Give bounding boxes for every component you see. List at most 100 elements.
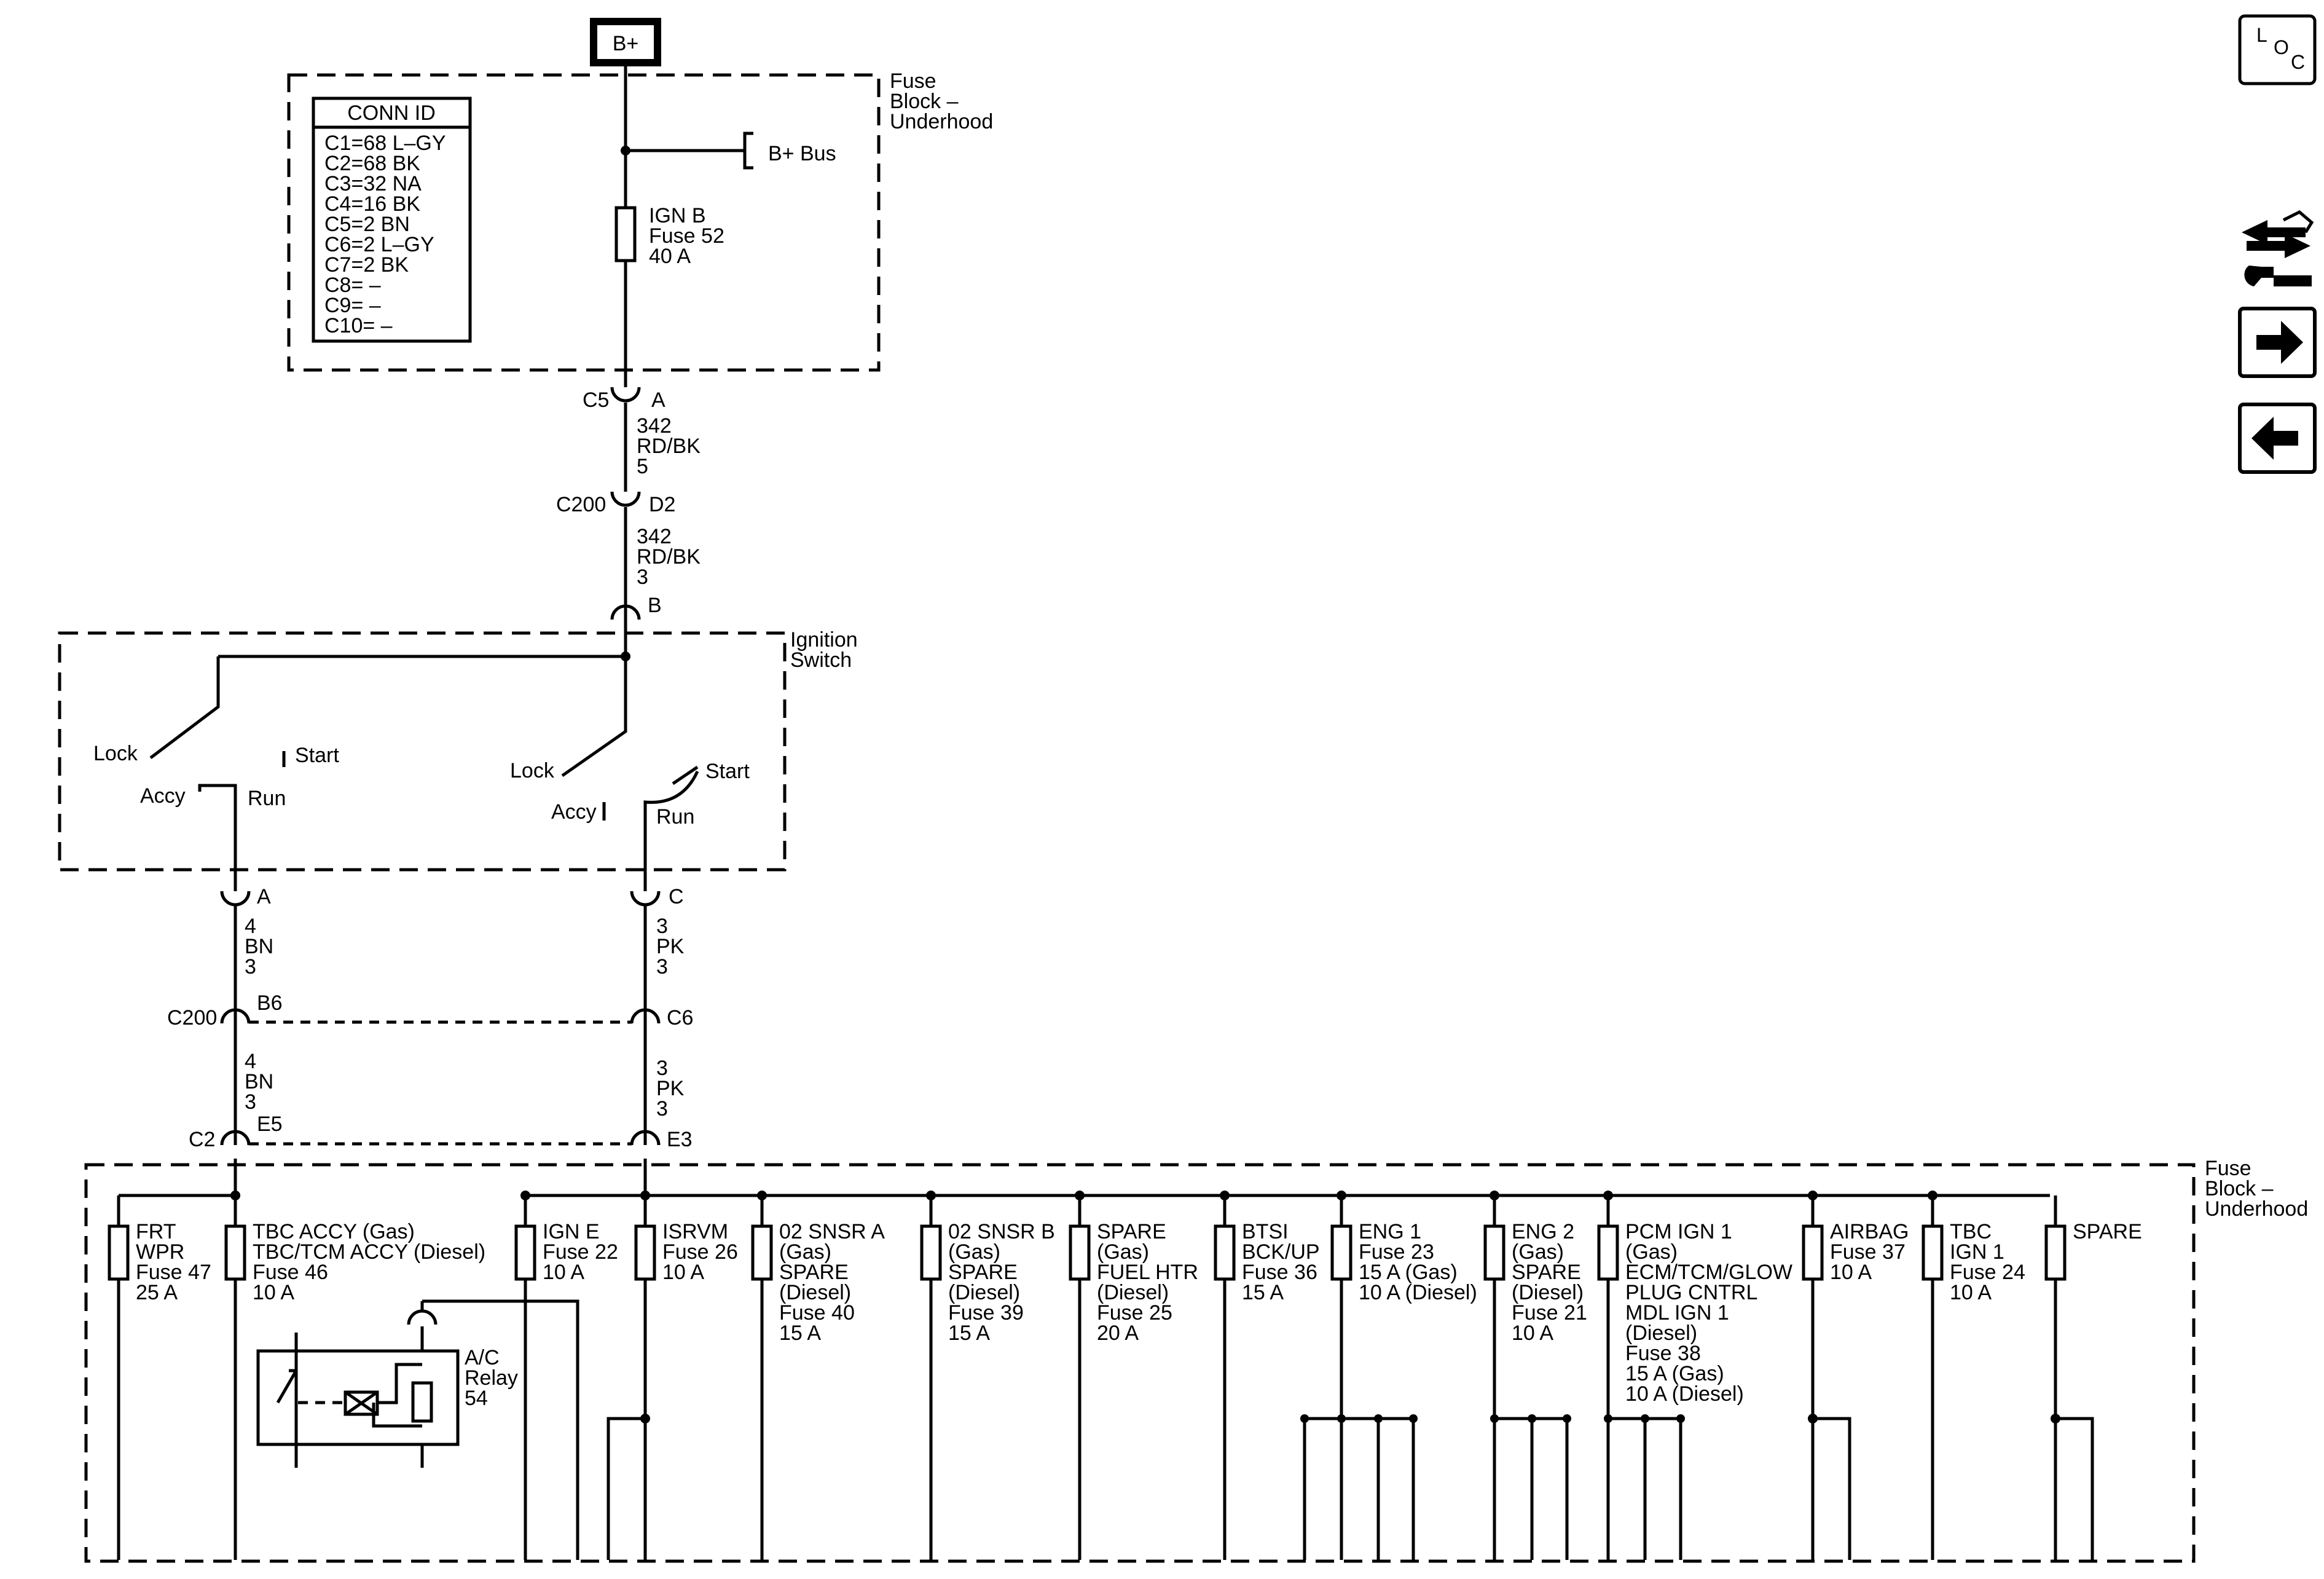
wire-342-label: 342 <box>637 414 672 438</box>
fuse-label-line: 15 A <box>779 1321 821 1345</box>
wire-gauge: 5 <box>637 455 648 478</box>
conn-id-row: C9= – <box>324 294 381 317</box>
fuse-label-line: FRT <box>136 1220 176 1243</box>
loc-icon[interactable]: L O C <box>2238 14 2317 85</box>
wire-color: RD/BK <box>637 435 701 458</box>
fuse-label-line: Fuse 38 <box>1625 1342 1701 1365</box>
wire-junction <box>1808 1414 1818 1423</box>
connector-c200-pin: D2 <box>649 493 675 516</box>
fuse-label-line: (Gas) <box>1512 1240 1564 1264</box>
fuse-label-line: TBC ACCY (Gas) <box>253 1220 415 1243</box>
wire-junction <box>1337 1414 1346 1423</box>
wire-junction <box>640 1414 650 1423</box>
wire-right-color: PK <box>656 1077 685 1100</box>
fuse-label-line: (Gas) <box>948 1240 1000 1264</box>
wire-junction <box>2051 1414 2060 1423</box>
fuse-label-line: ECM/TCM/GLOW <box>1625 1261 1792 1284</box>
ac-relay-label-1: A/C <box>465 1346 500 1369</box>
fuse-label-line: Fuse 37 <box>1830 1240 1906 1264</box>
fuse-symbol <box>108 1224 130 1281</box>
arrow-right-icon[interactable] <box>2238 307 2317 378</box>
right-switch-start: Start <box>705 760 750 783</box>
fuse-label-line: AIRBAG <box>1830 1220 1909 1243</box>
fuse-label-line: 15 A <box>1242 1281 1284 1304</box>
fuse-output-wire <box>607 1417 645 1560</box>
wire-junction <box>1409 1414 1418 1423</box>
conn-id-row: C4=16 BK <box>324 192 420 216</box>
fuse-block-bottom-label-3: Underhood <box>2205 1197 2308 1221</box>
conn-id-row: C3=32 NA <box>324 172 422 195</box>
fuse-label-line: PLUG CNTRL <box>1625 1281 1757 1304</box>
fuse-output-wire <box>2055 1417 2094 1560</box>
right-switch-accy: Accy <box>551 800 597 824</box>
fuse-label-line: Fuse 36 <box>1242 1261 1317 1284</box>
conn-id-row: C10= – <box>324 314 393 337</box>
fuse-label-line: Fuse 47 <box>136 1261 211 1284</box>
fuse-label-line: 15 A (Gas) <box>1625 1362 1724 1385</box>
fuse-label-line: (Gas) <box>1625 1240 1678 1264</box>
wire-junction <box>1300 1414 1309 1423</box>
ac-relay-label-3: 54 <box>465 1387 488 1410</box>
fuse-label-line: WPR <box>136 1240 184 1264</box>
fuse-label-line: ISRVM <box>662 1220 728 1243</box>
connector-c200-pin-b6: B6 <box>257 991 283 1015</box>
wire-junction <box>1676 1414 1685 1423</box>
wire-left-color: BN <box>245 1070 273 1093</box>
fuse-label-line: Fuse 40 <box>779 1301 855 1325</box>
fuse-label-line: (Gas) <box>779 1240 831 1264</box>
fuse-label-line: IGN E <box>543 1220 600 1243</box>
bplus-label: B+ <box>613 32 639 55</box>
fuse-symbol <box>1069 1224 1091 1281</box>
wire-left-circuit: 4 <box>245 1050 256 1073</box>
fuse-symbol <box>634 1224 656 1281</box>
connector-wrench-icon[interactable] <box>2242 210 2314 286</box>
fuse-label-line: Fuse 23 <box>1359 1240 1434 1264</box>
fuse-label-line: Fuse 25 <box>1097 1301 1172 1325</box>
fuse-block-top-label-1: Fuse <box>890 69 936 93</box>
fuse-symbol <box>920 1224 942 1281</box>
connector-c200-label: C200 <box>167 1006 217 1030</box>
arrow-left-icon[interactable] <box>2238 403 2317 474</box>
fuse-label-line: ENG 1 <box>1359 1220 1421 1243</box>
ac-relay-label-2: Relay <box>465 1366 518 1390</box>
fuse-block-bottom-label-1: Fuse <box>2205 1157 2251 1180</box>
fuse-label-line: 02 SNSR A <box>779 1220 885 1243</box>
ignition-switch <box>58 631 787 872</box>
wire-left-circuit: 4 <box>245 915 256 938</box>
wire-right-circuit: 3 <box>656 1057 668 1080</box>
fuse-block-top <box>287 73 881 372</box>
fuse-label-line: 10 A <box>1512 1321 1553 1345</box>
loc-icon-o: O <box>2274 36 2289 58</box>
fuse-ign-b <box>614 206 637 262</box>
fuse-label-line: IGN 1 <box>1950 1240 2004 1264</box>
fuse-symbol <box>2044 1224 2067 1281</box>
fuse-symbol <box>1922 1224 1944 1281</box>
fuse-label-line: ENG 2 <box>1512 1220 1574 1243</box>
fuse-label-line: Fuse 22 <box>543 1240 618 1264</box>
wire-junction <box>1490 1414 1499 1423</box>
fuse-label-line: SPARE <box>1512 1261 1581 1284</box>
switch-pin-b: B <box>648 594 662 617</box>
ign-b-rating: 40 A <box>649 245 691 268</box>
loc-icon-l: L <box>2256 24 2267 46</box>
fuse-label-line: SPARE <box>2073 1220 2142 1243</box>
fuse-label-line: MDL IGN 1 <box>1625 1301 1729 1325</box>
wire-right-color: PK <box>656 935 685 958</box>
fuse-label-line: FUEL HTR <box>1097 1261 1198 1284</box>
switch-pin-c: C <box>669 885 684 908</box>
fuse-label-line: Fuse 39 <box>948 1301 1024 1325</box>
wire-junction <box>1528 1414 1536 1423</box>
wire-junction <box>1604 1414 1612 1423</box>
fuse-label-line: SPARE <box>1097 1220 1166 1243</box>
fuse-block-bottom <box>84 1163 2196 1563</box>
fuse-label-line: 10 A (Diesel) <box>1359 1281 1477 1304</box>
fuse-label-line: (Gas) <box>1097 1240 1149 1264</box>
fuse-label-line: 10 A <box>1950 1281 1992 1304</box>
fuse-label-line: (Diesel) <box>1625 1321 1697 1345</box>
fuse-label-line: Fuse 21 <box>1512 1301 1587 1325</box>
fuse-symbol <box>224 1224 246 1281</box>
fuse-label-line: (Diesel) <box>948 1281 1020 1304</box>
ignition-switch-label-1: Ignition <box>790 628 858 652</box>
fuse-block-bottom-label-2: Block – <box>2205 1177 2274 1200</box>
